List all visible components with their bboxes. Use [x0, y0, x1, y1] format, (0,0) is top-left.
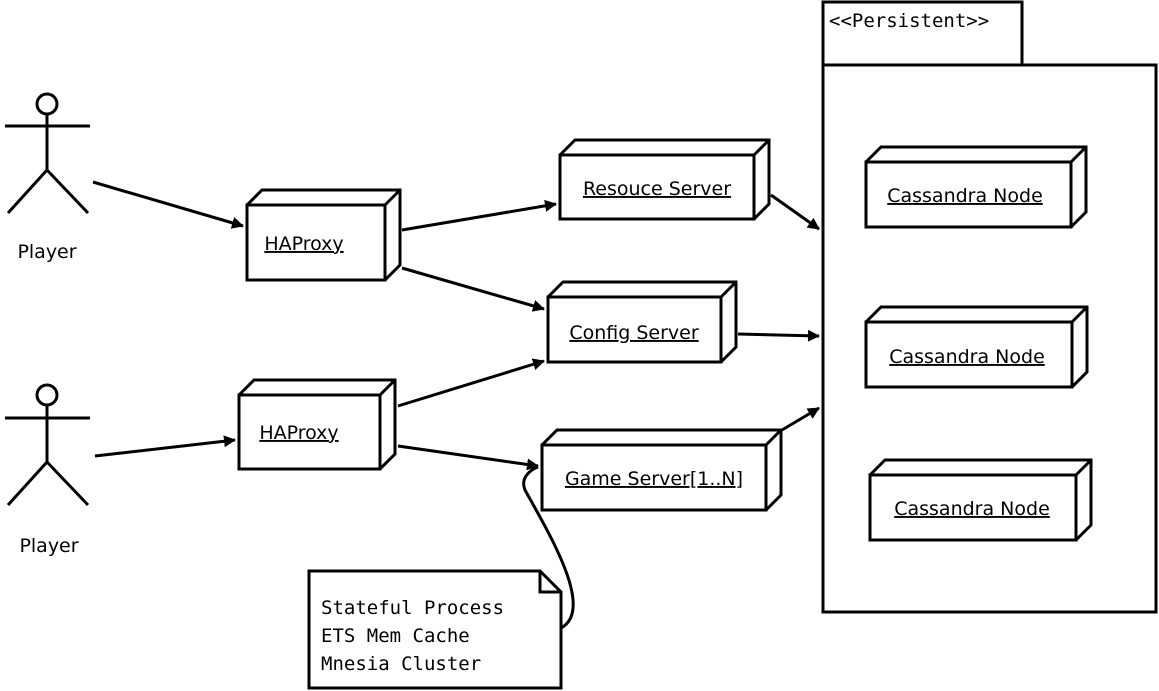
arrow-player1-haproxy1 [92, 180, 244, 229]
note-line-3: Mnesia Cluster [321, 653, 481, 675]
player-label-2: Player [19, 535, 78, 557]
haproxy-label-1: HAProxy [264, 233, 343, 255]
game-server-label: Game Server[1..N] [565, 468, 743, 490]
package-stereotype: <<Persistent>> [829, 10, 989, 32]
note-line-2: ETS Mem Cache [321, 625, 470, 647]
cassandra-label-2: Cassandra Node [889, 346, 1045, 368]
arrow-resource-persistent [770, 193, 820, 231]
arrow-haproxy2-config [397, 358, 545, 408]
resource-server-label: Resouce Server [583, 178, 731, 200]
note-line-1: Stateful Process [321, 597, 504, 619]
cassandra-node-2 [864, 305, 1089, 389]
resource-server-node [558, 138, 771, 221]
arrow-haproxy1-config [401, 266, 545, 312]
cassandra-label-1: Cassandra Node [887, 185, 1043, 207]
haproxy-label-2: HAProxy [259, 422, 338, 444]
player-actor-2 [5, 383, 90, 507]
arrow-player2-haproxy2 [94, 435, 236, 458]
config-server-label: Config Server [569, 322, 698, 344]
note-box [307, 569, 563, 690]
note-connector [522, 465, 575, 630]
arrow-haproxy2-game [397, 444, 539, 471]
cassandra-node-1 [864, 145, 1088, 229]
haproxy-node-1 [245, 188, 402, 282]
arrow-game-persistent [781, 406, 820, 432]
config-server-node [546, 280, 738, 364]
player-label-1: Player [17, 241, 76, 263]
game-server-node [540, 428, 783, 512]
arrow-config-persistent [737, 329, 820, 342]
cassandra-label-3: Cassandra Node [894, 498, 1050, 520]
player-actor-1 [5, 92, 90, 215]
arrow-haproxy1-resource [401, 199, 557, 232]
cassandra-node-3 [868, 458, 1093, 542]
haproxy-node-2 [237, 378, 397, 471]
